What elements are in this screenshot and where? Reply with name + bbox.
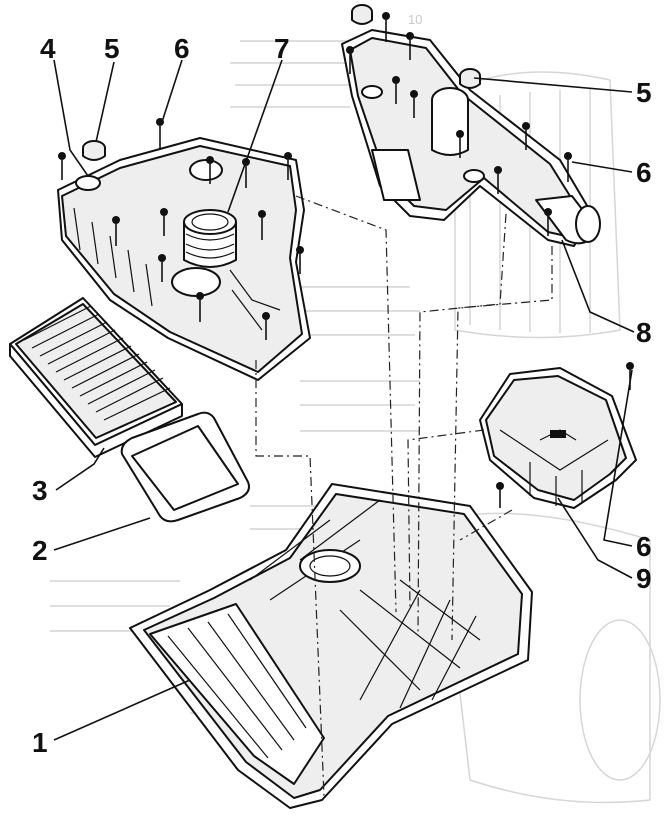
housing-tray: [149, 603, 325, 785]
filter-pleats: [23, 305, 171, 421]
cover-mount-boss: [75, 175, 101, 191]
cover-outlet-port: [171, 267, 221, 297]
callout-6-lower: 6: [636, 531, 652, 562]
housing-cover-upper: [57, 137, 311, 381]
air-intake-neck: [183, 209, 237, 268]
leader-7: [227, 59, 283, 213]
screw: [160, 208, 168, 236]
callout-6: 6: [174, 33, 190, 64]
callout-8: 8: [636, 317, 652, 348]
screw: [392, 76, 400, 104]
air-filter-housing-lower: [129, 483, 533, 809]
leader-4: [53, 59, 89, 177]
screw: [496, 482, 504, 508]
housing-inlet: [299, 549, 361, 583]
grommets-top: [351, 4, 481, 89]
callout-5: 5: [104, 33, 120, 64]
leader-8: [561, 239, 635, 333]
screws-right: [346, 12, 634, 508]
callout-4: 4: [40, 33, 56, 64]
seal-gasket: [120, 411, 250, 523]
screw: [382, 12, 390, 42]
callout-9: 9: [636, 563, 652, 594]
leader-2: [53, 517, 151, 551]
duct-bracket: [371, 149, 421, 201]
screw: [522, 122, 530, 150]
callout-5-right: 5: [636, 77, 652, 108]
leader-6-right: [571, 161, 633, 173]
screw: [206, 156, 214, 184]
leader-5: [95, 61, 115, 143]
leader-9: [557, 497, 633, 579]
callouts: 4 5 6 7 5 6 8 6 9 3 2 1: [32, 33, 652, 758]
screw: [564, 152, 572, 182]
resonator-slot: [550, 430, 566, 438]
screw: [410, 90, 418, 118]
leader-6: [161, 59, 183, 123]
cover-recess: [189, 159, 223, 181]
housing-ribs: [249, 499, 481, 709]
assembly-lines: [255, 195, 553, 797]
screw: [156, 118, 164, 150]
screw: [258, 210, 266, 240]
cover-ribs: [73, 207, 281, 331]
leader-lines: [53, 59, 635, 741]
grommet-right: [459, 68, 481, 89]
callout-7: 7: [274, 33, 290, 64]
screw: [406, 32, 414, 60]
callout-2: 2: [32, 535, 48, 566]
duct-outlet: [575, 205, 601, 243]
screw: [346, 46, 354, 74]
screw: [58, 152, 66, 180]
screw: [284, 152, 292, 180]
filter-element: [9, 297, 183, 458]
screw: [262, 312, 270, 340]
leader-6-lower: [603, 369, 633, 547]
leader-1: [53, 679, 191, 741]
leader-5-right: [473, 77, 633, 93]
callout-1: 1: [32, 727, 48, 758]
screw: [456, 130, 464, 158]
callout-6-right: 6: [636, 157, 652, 188]
grommet-left: [82, 140, 106, 161]
leader-3: [55, 447, 105, 491]
grommet: [351, 4, 373, 25]
screw: [112, 216, 120, 246]
page-heading-fragment: 10: [408, 12, 422, 27]
screw: [296, 246, 304, 274]
screw: [196, 292, 204, 322]
screw: [544, 208, 552, 236]
screw: [158, 254, 166, 282]
screw: [494, 166, 502, 194]
resonator: [479, 367, 637, 509]
intake-duct: [341, 29, 601, 247]
callout-3: 3: [32, 475, 48, 506]
